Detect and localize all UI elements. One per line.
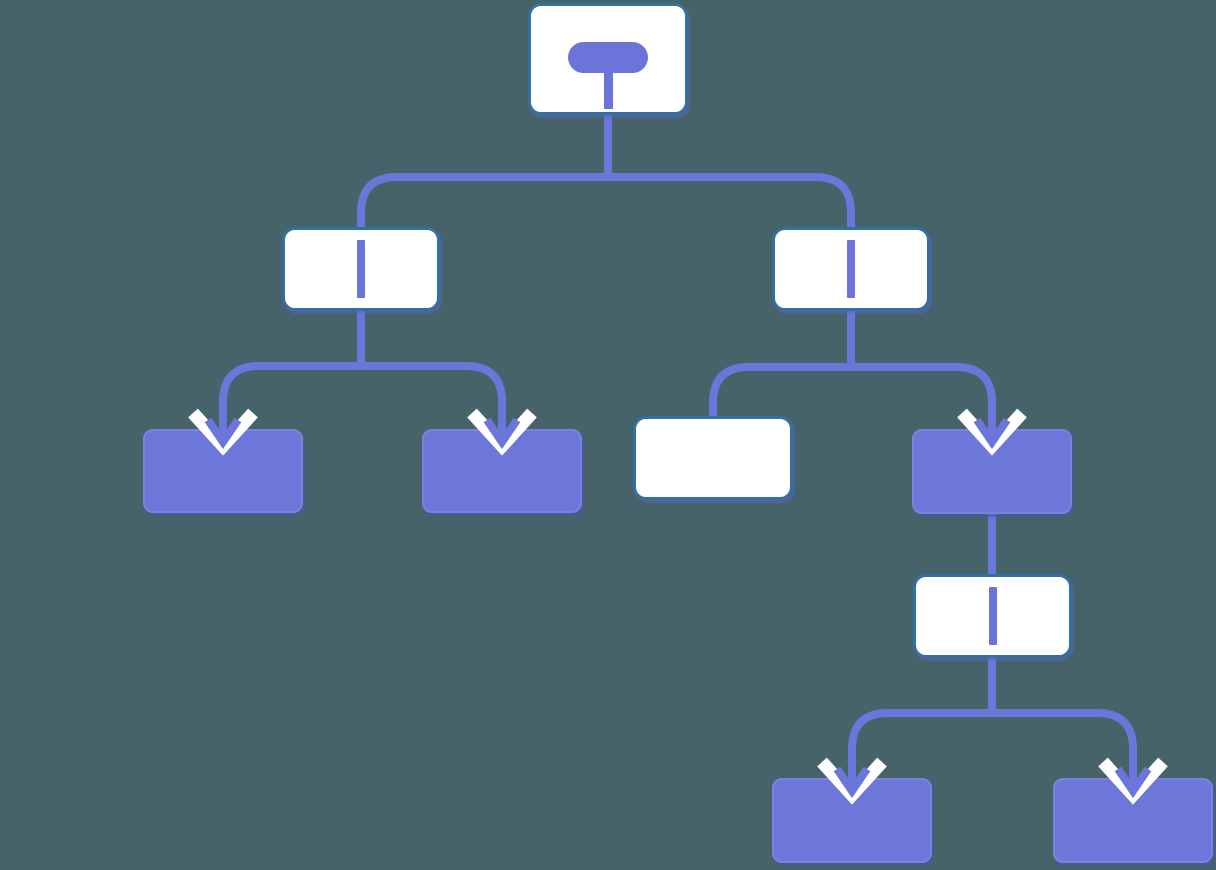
vertical-bar-icon [988, 587, 997, 645]
edge-sub-branch-to-leaves [848, 656, 1137, 768]
empty-node[interactable] [633, 416, 793, 500]
leaf-node-2[interactable] [422, 429, 582, 513]
connector-rail [709, 363, 996, 422]
connector-rail [219, 362, 506, 419]
root-node[interactable] [528, 3, 688, 115]
vertical-bar-icon [847, 240, 855, 298]
branch-node-right[interactable] [772, 227, 930, 311]
pill-icon [568, 42, 648, 73]
leaf-node-1[interactable] [143, 429, 303, 513]
leaf-node-4[interactable] [1053, 778, 1213, 863]
leaf-node-3[interactable] [772, 778, 932, 863]
connector-rail [357, 173, 855, 233]
branch-node-left[interactable] [282, 227, 440, 311]
connector-rail [848, 709, 1137, 768]
vertical-bar-icon [357, 240, 365, 298]
edge-branch-left-to-leaves [219, 309, 506, 419]
pill-stem-icon [604, 70, 613, 109]
mid-node[interactable] [912, 429, 1072, 514]
edge-root-to-branches [357, 113, 855, 233]
edge-branch-right-to-children [709, 309, 996, 422]
sub-branch-node[interactable] [913, 574, 1072, 658]
